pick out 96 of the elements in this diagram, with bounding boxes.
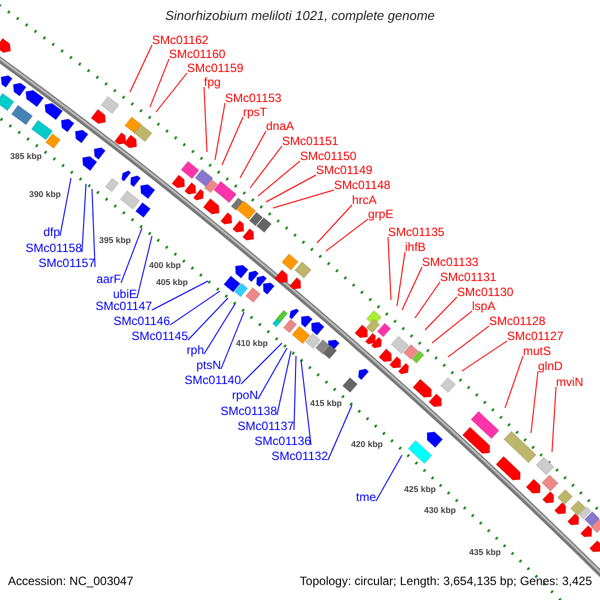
gene-label: SMc01149 <box>316 164 372 177</box>
leader-line <box>120 228 142 284</box>
leader-line <box>424 296 458 330</box>
position-label: 430 kbp <box>423 505 457 515</box>
leader-line <box>552 386 556 452</box>
gene-label: ptsN <box>196 359 221 372</box>
leader-line <box>204 86 208 152</box>
gene-label: lspA <box>472 300 496 313</box>
leader-line <box>388 236 392 300</box>
leader-line <box>240 130 266 178</box>
leader-line <box>82 184 86 252</box>
leader-line <box>266 174 316 202</box>
leader-line <box>60 178 72 236</box>
gene-label: ihfB <box>405 241 426 254</box>
gene-label: dfp <box>43 226 60 239</box>
leader-line <box>152 280 208 310</box>
gene-label: SMc01151 <box>282 135 338 148</box>
genome-info-text: Topology: circular; Length: 3,654,135 bp; Genes: 3,425 <box>300 575 592 588</box>
gene-label: mviN <box>556 376 584 389</box>
position-label: 385 kbp <box>9 151 43 161</box>
gene-label: fpg <box>204 76 221 89</box>
leader-line <box>188 298 228 340</box>
leader-line <box>136 236 152 298</box>
gene-label: SMc01128 <box>489 315 546 328</box>
gene-label: SMc01157 <box>38 257 95 270</box>
position-label: 395 kbp <box>98 235 132 245</box>
genome-info-text: Accession: NC_003047 <box>8 575 134 588</box>
gene-label: SMc01148 <box>334 179 390 192</box>
leader-line <box>156 72 188 112</box>
leader-line <box>258 348 288 400</box>
gene-label: SMc01162 <box>152 34 208 47</box>
position-label: 435 kbp <box>468 547 502 557</box>
gene-label: SMc01132 <box>272 450 328 463</box>
gene-label: SMc01135 <box>388 226 444 239</box>
gene-label: SMc01150 <box>300 150 356 163</box>
leader-line <box>130 44 152 92</box>
leader-line <box>316 204 352 244</box>
position-label: 425 kbp <box>403 484 437 494</box>
gene-label: hrcA <box>352 194 377 207</box>
position-label: 410 kbp <box>235 338 269 348</box>
gene-label: rpoN <box>232 389 258 402</box>
leader-line <box>240 342 282 384</box>
gene-label: SMc01137 <box>238 420 294 433</box>
gene-label: SMc01138 <box>220 405 277 418</box>
gene-label: SMc01158 <box>26 242 82 255</box>
leader-line <box>448 326 490 358</box>
gene-label: SMc01160 <box>169 48 226 61</box>
gene-label: glnD <box>538 360 563 373</box>
leader-line <box>220 312 244 370</box>
gene-label: aarF <box>96 273 121 286</box>
position-label: 405 kbp <box>155 277 189 287</box>
leader-line <box>376 454 402 502</box>
gene-label: ubiE <box>112 288 137 301</box>
leader-line <box>402 266 422 310</box>
gene-label: SMc01159 <box>187 62 244 75</box>
gene-label: dnaA <box>266 120 294 133</box>
gene-label: SMc01153 <box>225 92 282 105</box>
gene-label: rpsT <box>243 106 267 119</box>
gene-label: rph <box>186 344 204 357</box>
leader-line <box>294 356 296 430</box>
leader-line <box>396 252 406 306</box>
leader-line <box>222 116 244 166</box>
gene-label: SMc01147 <box>96 300 152 313</box>
gene-label: SMc01127 <box>507 330 564 343</box>
leader-line <box>530 370 538 434</box>
leader-line <box>462 340 508 372</box>
gene-label: SMc01136 <box>254 435 311 448</box>
position-label: 415 kbp <box>309 398 343 408</box>
leader-line <box>204 304 236 354</box>
leader-line <box>414 282 440 318</box>
leader-line <box>272 190 334 208</box>
chart-title: Sinorhizobium meliloti 1021, complete genome <box>164 9 436 22</box>
leader-line <box>258 160 300 196</box>
leader-line <box>328 404 352 460</box>
leader-line <box>170 290 220 326</box>
leader-line <box>250 146 282 188</box>
leader-line <box>432 310 472 344</box>
leader-line <box>504 356 524 408</box>
gene-label: SMc01140 <box>184 374 241 387</box>
gene-label: mutS <box>523 345 552 358</box>
leader-line <box>214 102 226 160</box>
gene-label: SMc01131 <box>440 271 496 284</box>
leader-line <box>300 360 312 446</box>
leader-line <box>92 188 96 268</box>
gene-label: SMc01133 <box>422 256 478 269</box>
gene-label: SMc01145 <box>132 330 188 343</box>
gene-label: SMc01130 <box>457 286 514 299</box>
gene-label: grpE <box>368 208 394 221</box>
position-label: 390 kbp <box>28 189 62 199</box>
gene-label: tme <box>356 491 376 504</box>
position-label: 400 kbp <box>148 260 182 270</box>
leader-line <box>150 58 170 108</box>
leader-line <box>326 218 368 252</box>
gene-label: SMc01146 <box>114 315 170 328</box>
leader-line <box>276 350 292 416</box>
position-label: 420 kbp <box>350 439 384 449</box>
